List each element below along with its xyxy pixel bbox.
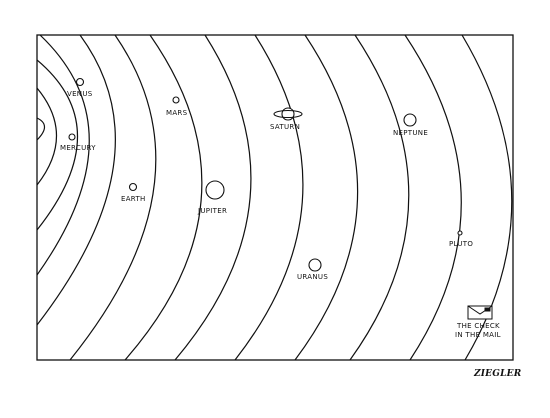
label-neptune: NEPTUNE: [393, 129, 428, 137]
orbit-2: [37, 59, 78, 231]
label-mars: MARS: [166, 109, 188, 117]
orbit-10: [349, 35, 410, 360]
label-saturn: SATURN: [270, 123, 300, 131]
orbit-8: [234, 35, 304, 360]
orbit-6: [124, 35, 203, 360]
label-uranus: URANUS: [297, 273, 328, 281]
mail-caption-line2: IN THE MAIL: [455, 331, 501, 339]
planet-venus: [75, 77, 85, 87]
orbits: [37, 35, 513, 360]
orbit-3: [37, 35, 90, 276]
orbit-4: [37, 35, 116, 326]
orbit-7: [174, 35, 252, 360]
orbit-9: [294, 35, 359, 360]
label-venus: VENUS: [67, 90, 93, 98]
cartoon-frame: [36, 34, 514, 361]
planet-earth: [128, 182, 138, 192]
planet-neptune: [403, 113, 417, 127]
envelope-icon: [467, 305, 493, 320]
planet-mars: [172, 96, 180, 104]
label-pluto: PLUTO: [449, 240, 473, 248]
mail-caption-line1: THE CHECK: [456, 322, 500, 330]
artist-signature: ZIEGLER: [473, 369, 522, 379]
planet-mercury: [68, 133, 76, 141]
planet-saturn: [273, 107, 303, 121]
label-jupiter: JUPITER: [197, 207, 227, 215]
orbit-5: [69, 35, 157, 360]
planet-jupiter: [205, 180, 225, 200]
planet-uranus: [308, 258, 322, 272]
sun: [36, 117, 46, 141]
label-mercury: MERCURY: [60, 144, 96, 152]
label-earth: EARTH: [121, 195, 146, 203]
orbit-11: [404, 35, 462, 360]
orbit-1: [37, 87, 57, 186]
planet-pluto: [457, 230, 463, 236]
